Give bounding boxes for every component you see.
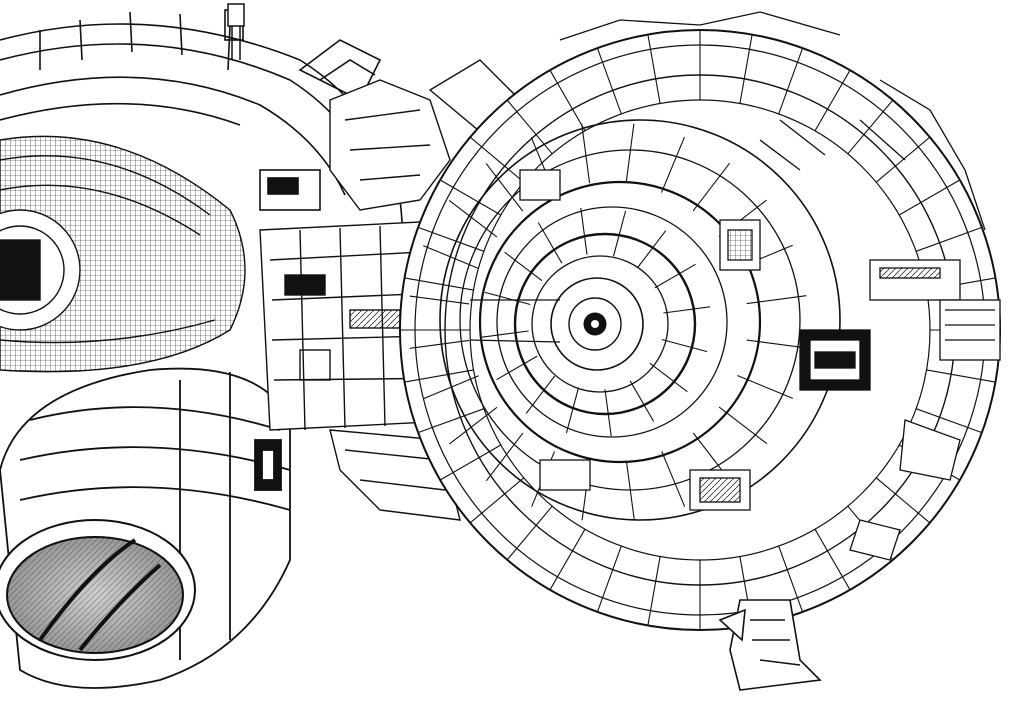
disc-segment-line: [506, 505, 553, 561]
disc-segment-line: [649, 362, 688, 393]
disc-segment-line: [417, 408, 485, 434]
disc-segment-line: [625, 460, 635, 521]
disc-segment-line: [439, 179, 502, 216]
thruster-nozzle: [0, 519, 196, 661]
landing-strut: [718, 599, 822, 691]
disc-segment-line: [409, 295, 470, 305]
disc-segment-line: [915, 226, 983, 252]
disc-segment-line: [565, 387, 580, 434]
disc-segment-line: [448, 199, 498, 238]
disc-segment-line: [875, 477, 931, 524]
disc-segment-line: [647, 34, 661, 104]
disc-segment-line: [629, 380, 655, 422]
disc-segment-line: [581, 123, 591, 184]
disc-segment-line: [422, 245, 479, 270]
disc-segment-line: [778, 47, 804, 115]
disc-segment-line: [549, 69, 586, 132]
right-disc: [399, 29, 1001, 631]
disc-segment-line: [654, 263, 696, 289]
disc-segment-line: [469, 136, 525, 183]
disc-segment-line: [692, 162, 731, 212]
disc-segment-line: [404, 369, 474, 383]
disc-segment-line: [875, 136, 931, 183]
disc-segment-line: [737, 374, 794, 399]
disc-segment-line: [661, 338, 708, 353]
disc-segment-line: [423, 375, 479, 400]
disc-segment-line: [596, 545, 622, 613]
disc-segment-line: [663, 306, 711, 314]
disc-segment-line: [612, 210, 627, 257]
disc-segment-line: [926, 369, 996, 383]
disc-segment-line: [636, 230, 667, 269]
disc-segment-line: [485, 432, 524, 482]
disc-segment-line: [439, 444, 502, 481]
disc-segment-line: [485, 163, 524, 212]
disc-segment-line: [417, 226, 485, 252]
left-dome: [0, 135, 246, 373]
disc-segment-line: [814, 69, 851, 132]
disc-segment-line: [898, 179, 961, 216]
disc-segment-line: [506, 99, 553, 155]
disc-segment-line: [814, 528, 851, 591]
disc-segment-line: [596, 47, 622, 115]
disc-segment-line: [404, 277, 474, 291]
disc-segment-line: [469, 477, 525, 524]
disc-segment-line: [604, 389, 612, 437]
disc-segment-line: [746, 339, 807, 349]
disc-segment-line: [449, 406, 498, 445]
disc-segment-line: [484, 291, 531, 306]
top-antenna: [227, 3, 245, 60]
disc-segment-line: [739, 34, 753, 104]
disc-segment-line: [661, 451, 686, 507]
disc-segment-line: [718, 406, 768, 445]
disc-segment-line: [481, 330, 529, 338]
disc-segment-line: [537, 222, 563, 264]
disc-segment-line: [580, 207, 588, 255]
disc-segment-line: [409, 339, 470, 349]
disc-segment-line: [915, 408, 983, 434]
disc-segment-line: [525, 375, 556, 414]
disc-segment-line: [660, 136, 685, 193]
disc-segment-line: [647, 556, 661, 626]
disc-segment-line: [496, 355, 538, 381]
disc-segment-line: [625, 123, 635, 184]
disc-segment-line: [847, 99, 894, 155]
disc-segment-line: [778, 545, 804, 613]
disc-segment-line: [549, 528, 586, 591]
disc-panels: [469, 11, 1001, 561]
disc-segment-line: [746, 295, 807, 305]
disc-segment-line: [504, 251, 543, 282]
